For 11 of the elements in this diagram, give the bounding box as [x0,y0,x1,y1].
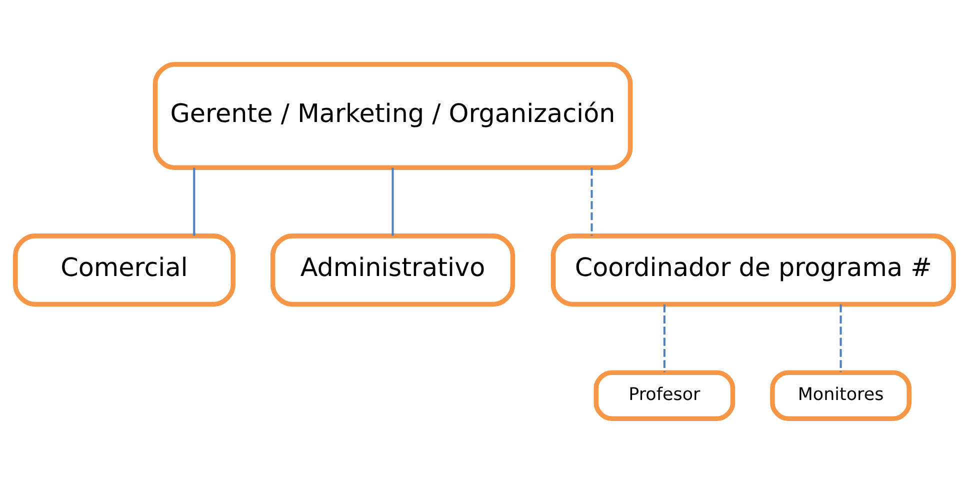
node-box: Monitores [770,370,912,422]
node-box: Comercial [13,234,236,307]
connector [193,168,196,236]
node-box: Gerente / Marketing / Organización [152,62,633,170]
node-box: Coordinador de programa # [550,234,956,307]
connector [590,168,593,236]
connector [392,168,394,236]
connector [663,304,666,372]
node-box: Profesor [594,370,736,422]
node-box: Administrativo [270,234,516,307]
connector [840,304,842,372]
